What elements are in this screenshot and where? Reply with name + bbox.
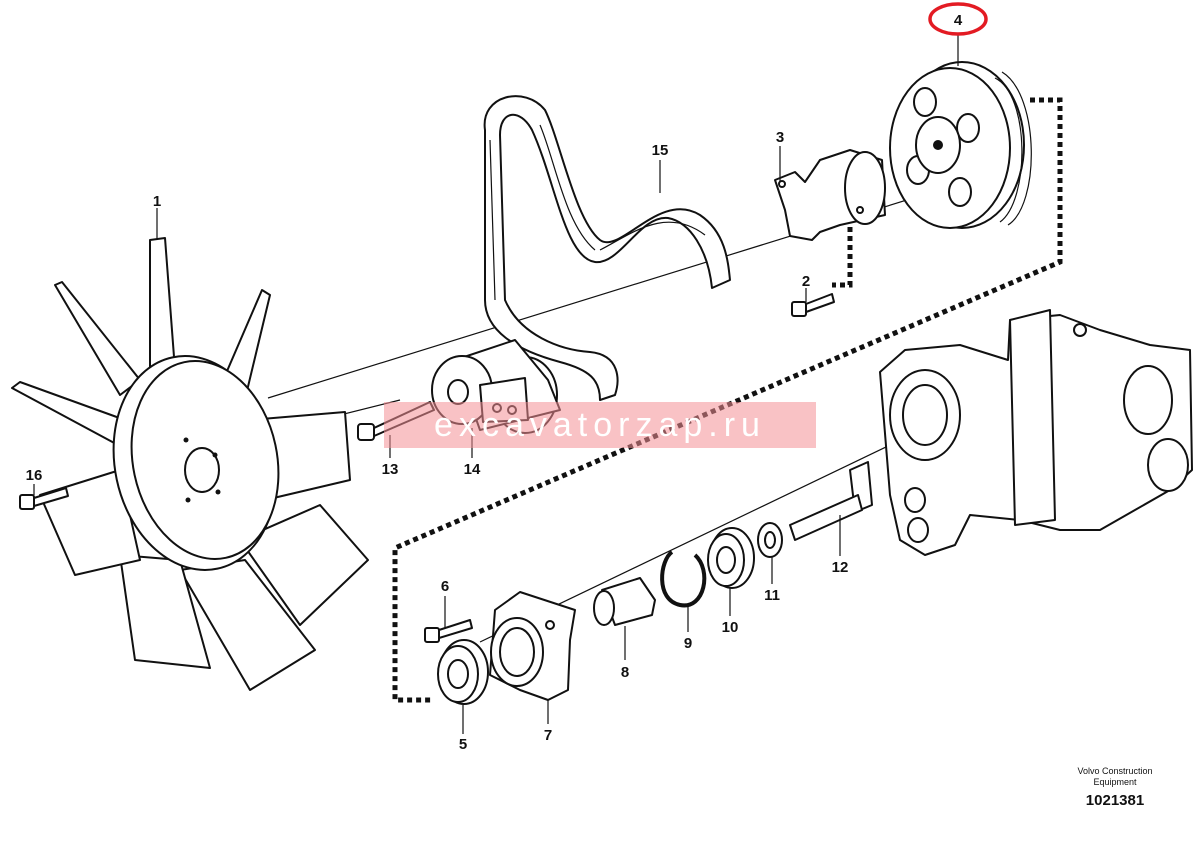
drive-belt — [483, 95, 731, 401]
belt-outline — [483, 95, 731, 401]
axis-line-upper — [267, 167, 1011, 399]
bolt-shank — [33, 487, 69, 507]
bolt-shank — [789, 494, 863, 541]
housing-outlet — [1123, 365, 1173, 435]
bolt-12 — [789, 461, 873, 541]
bearing-inner — [447, 659, 469, 689]
callout-4: 4 — [954, 12, 963, 29]
callout-10: 10 — [722, 619, 739, 636]
callout-3: 3 — [776, 129, 784, 146]
fan-blade — [11, 381, 126, 446]
callout-2: 2 — [802, 273, 810, 290]
pulley — [889, 61, 1032, 229]
belt-rib — [599, 221, 706, 251]
hub-hole — [856, 206, 864, 214]
bearing-inner — [716, 546, 736, 574]
bolt-16 — [19, 487, 69, 510]
circlip — [660, 550, 707, 608]
bolt-2 — [791, 293, 835, 317]
fan-blade — [149, 237, 176, 376]
bolt-shank — [805, 293, 835, 313]
callout-12: 12 — [832, 559, 849, 576]
belt-rib — [489, 139, 496, 301]
bearing-housing-hole — [545, 620, 555, 630]
spacer-body — [601, 577, 656, 626]
fan-bolt-hole — [183, 437, 189, 443]
pulley-window — [948, 177, 972, 207]
callout-15: 15 — [652, 142, 669, 159]
pump-hub — [774, 149, 886, 241]
belt-rib — [539, 124, 596, 251]
brand-label: Volvo Construction Equipment — [1062, 766, 1168, 788]
bearing-10 — [707, 527, 755, 589]
callout-6: 6 — [441, 578, 449, 595]
tensioner-hub — [447, 379, 469, 405]
pump-housing — [879, 309, 1193, 556]
housing-bolt-boss — [904, 487, 926, 513]
bolt-head — [19, 494, 35, 510]
bolt-head — [424, 627, 440, 643]
spacer-end — [593, 590, 615, 626]
housing-bolt-boss — [907, 517, 929, 543]
bolt-head — [791, 301, 807, 317]
brand-line-2: Equipment — [1093, 777, 1137, 787]
fan-center-bore — [184, 447, 220, 493]
highlight-ring — [928, 2, 988, 36]
pulley-groove — [1001, 71, 1032, 226]
bearing-5 — [437, 639, 489, 705]
pulley-center — [933, 140, 943, 150]
pulley-groove — [994, 77, 1023, 223]
callout-5: 5 — [459, 736, 467, 753]
fan-bolt-hole — [212, 452, 218, 458]
callout-7: 7 — [544, 727, 552, 744]
bolt-shank — [438, 619, 473, 639]
fan-blade — [119, 554, 211, 669]
hub-flange — [844, 151, 886, 225]
watermark-band — [384, 402, 816, 448]
callout-9: 9 — [684, 635, 692, 652]
watermark-text: excavatorzap.ru — [434, 406, 766, 444]
dashed-bracket-small — [832, 218, 853, 288]
washer-hole — [764, 531, 776, 549]
pulley-window — [913, 87, 937, 117]
fan-blade — [54, 281, 141, 396]
bolt-head — [357, 423, 375, 441]
bearing-housing — [489, 591, 576, 701]
callout-14: 14 — [464, 461, 481, 478]
fan-bolt-hole — [215, 489, 221, 495]
housing-outlet-lower — [1147, 438, 1189, 492]
hub-hole — [778, 180, 786, 188]
callout-11: 11 — [764, 587, 780, 604]
callout-1: 1 — [153, 193, 161, 210]
housing-gasket — [1009, 309, 1056, 526]
housing-hole — [1073, 323, 1087, 337]
callout-13: 13 — [382, 461, 399, 478]
callout-16: 16 — [26, 467, 43, 484]
fan-bolt-hole — [185, 497, 191, 503]
brand-line-1: Volvo Construction — [1077, 766, 1153, 776]
fan-blade — [239, 504, 369, 626]
bearing-housing-bore-inner — [499, 627, 535, 677]
housing-port-inner — [902, 384, 948, 446]
spacer — [593, 577, 656, 626]
fan — [11, 237, 369, 691]
pulley-window — [956, 113, 980, 143]
bolt-6 — [424, 619, 473, 643]
drawing-number: 1021381 — [1085, 792, 1145, 809]
callout-8: 8 — [621, 664, 629, 681]
